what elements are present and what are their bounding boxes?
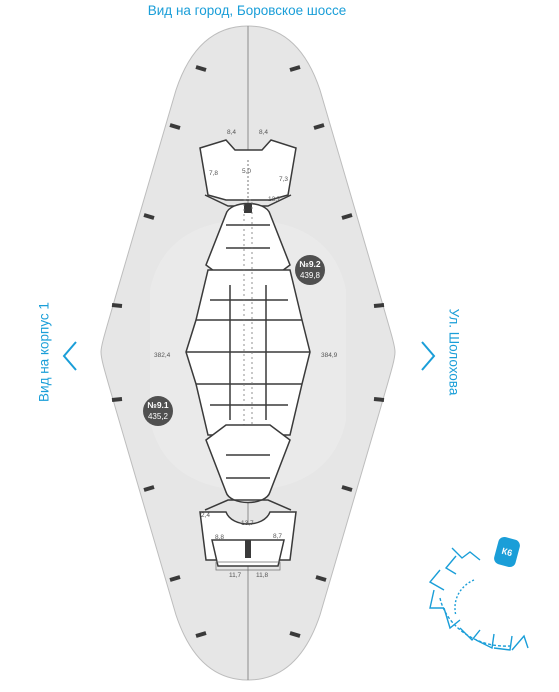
room-area-label: 13,7 <box>241 520 254 527</box>
unit-number: №9.2 <box>299 259 321 269</box>
room-area-label: 5,0 <box>242 168 252 175</box>
unit-area: 435,2 <box>147 412 169 421</box>
room-area-label: 384,9 <box>321 352 338 359</box>
unit-badge-9-1[interactable]: №9.1 435,2 <box>143 396 173 426</box>
view-city-label: Вид на город, Боровское шоссе <box>147 3 347 18</box>
room-area-label: 2,4 <box>201 512 211 519</box>
room-area-label: 8,4 <box>227 129 237 136</box>
unit-area: 439,8 <box>299 271 321 280</box>
bottom-core <box>199 424 297 571</box>
room-area-label: 8,8 <box>215 534 225 541</box>
room-area-label: 11,7 <box>229 572 242 579</box>
room-area-label: 8,7 <box>273 533 283 540</box>
unit-badge-9-2[interactable]: №9.2 439,8 <box>295 255 325 285</box>
view-corpus-label: Вид на корпус 1 <box>36 302 52 402</box>
facade-mullions <box>111 65 385 638</box>
room-area-label: 382,4 <box>154 352 171 359</box>
room-area-label: 11,8 <box>256 572 269 579</box>
room-area-label: 7,8 <box>209 170 219 177</box>
rotate-right-icon[interactable] <box>418 340 438 372</box>
room-area-label: 13,7 <box>268 196 281 203</box>
top-core <box>199 139 297 281</box>
minimap <box>428 547 529 651</box>
unit-number: №9.1 <box>147 400 169 410</box>
room-area-label: 7,3 <box>279 176 289 183</box>
room-area-label: 8,4 <box>259 129 269 136</box>
rotate-left-icon[interactable] <box>60 340 80 372</box>
street-label: Ул. Шолохова <box>446 308 462 396</box>
